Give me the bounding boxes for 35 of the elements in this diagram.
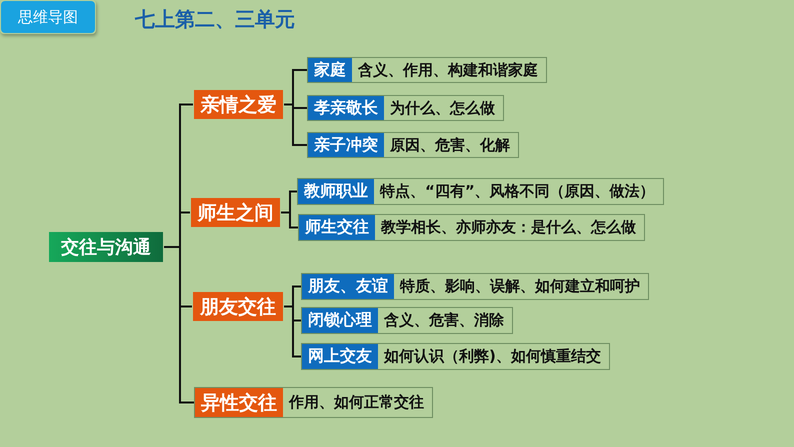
subtopic-label: 教师职业 (298, 179, 374, 204)
subtopic-label: 闭锁心理 (302, 308, 378, 333)
topic-details: 为什么、怎么做 (389, 98, 496, 118)
branch-topic: 异性交往 (195, 388, 283, 417)
topic-row (301, 273, 649, 300)
topic-row (301, 307, 513, 334)
topic-row (194, 387, 433, 418)
branch-topic: 亲情之爱 (194, 90, 283, 119)
subtopic-label: 网上交友 (302, 344, 378, 369)
topic-details: 教学相长、亦师亦友：是什么、怎么做 (380, 217, 637, 238)
topic-details: 特质、影响、误解、如何建立和呵护 (398, 276, 641, 297)
subtopic-label: 孝亲敬长 (308, 96, 384, 120)
subtopic-label: 师生交往 (299, 215, 375, 240)
topic-row (307, 95, 504, 121)
topic-row (298, 214, 645, 241)
subtopic-label: 朋友、友谊 (302, 274, 394, 299)
topic-row (301, 343, 610, 370)
branch-topic: 师生之间 (191, 198, 280, 227)
topic-details: 原因、危害、化解 (388, 134, 511, 156)
mind-map-badge: 思维导图 (1, 1, 95, 33)
topic-row (307, 57, 547, 83)
topic-row (297, 178, 664, 205)
diagram-title: 七上第二、三单元 (135, 6, 295, 33)
root-topic: 交往与沟通 (49, 232, 163, 262)
topic-details: 含义、危害、消除 (382, 310, 505, 331)
topic-details: 如何认识（利弊)、如何慎重结交 (382, 346, 602, 367)
topic-details: 作用、如何正常交往 (288, 392, 425, 413)
subtopic-label: 亲子冲突 (308, 133, 384, 157)
topic-details: 含义、作用、构建和谐家庭 (356, 60, 539, 80)
topic-details: 特点、“四有”、风格不同（原因、做法） (378, 181, 656, 202)
branch-topic: 朋友交往 (193, 292, 283, 321)
connector-line (164, 246, 194, 404)
topic-row (307, 132, 519, 158)
subtopic-label: 家庭 (308, 58, 352, 82)
connector-line (281, 212, 298, 228)
